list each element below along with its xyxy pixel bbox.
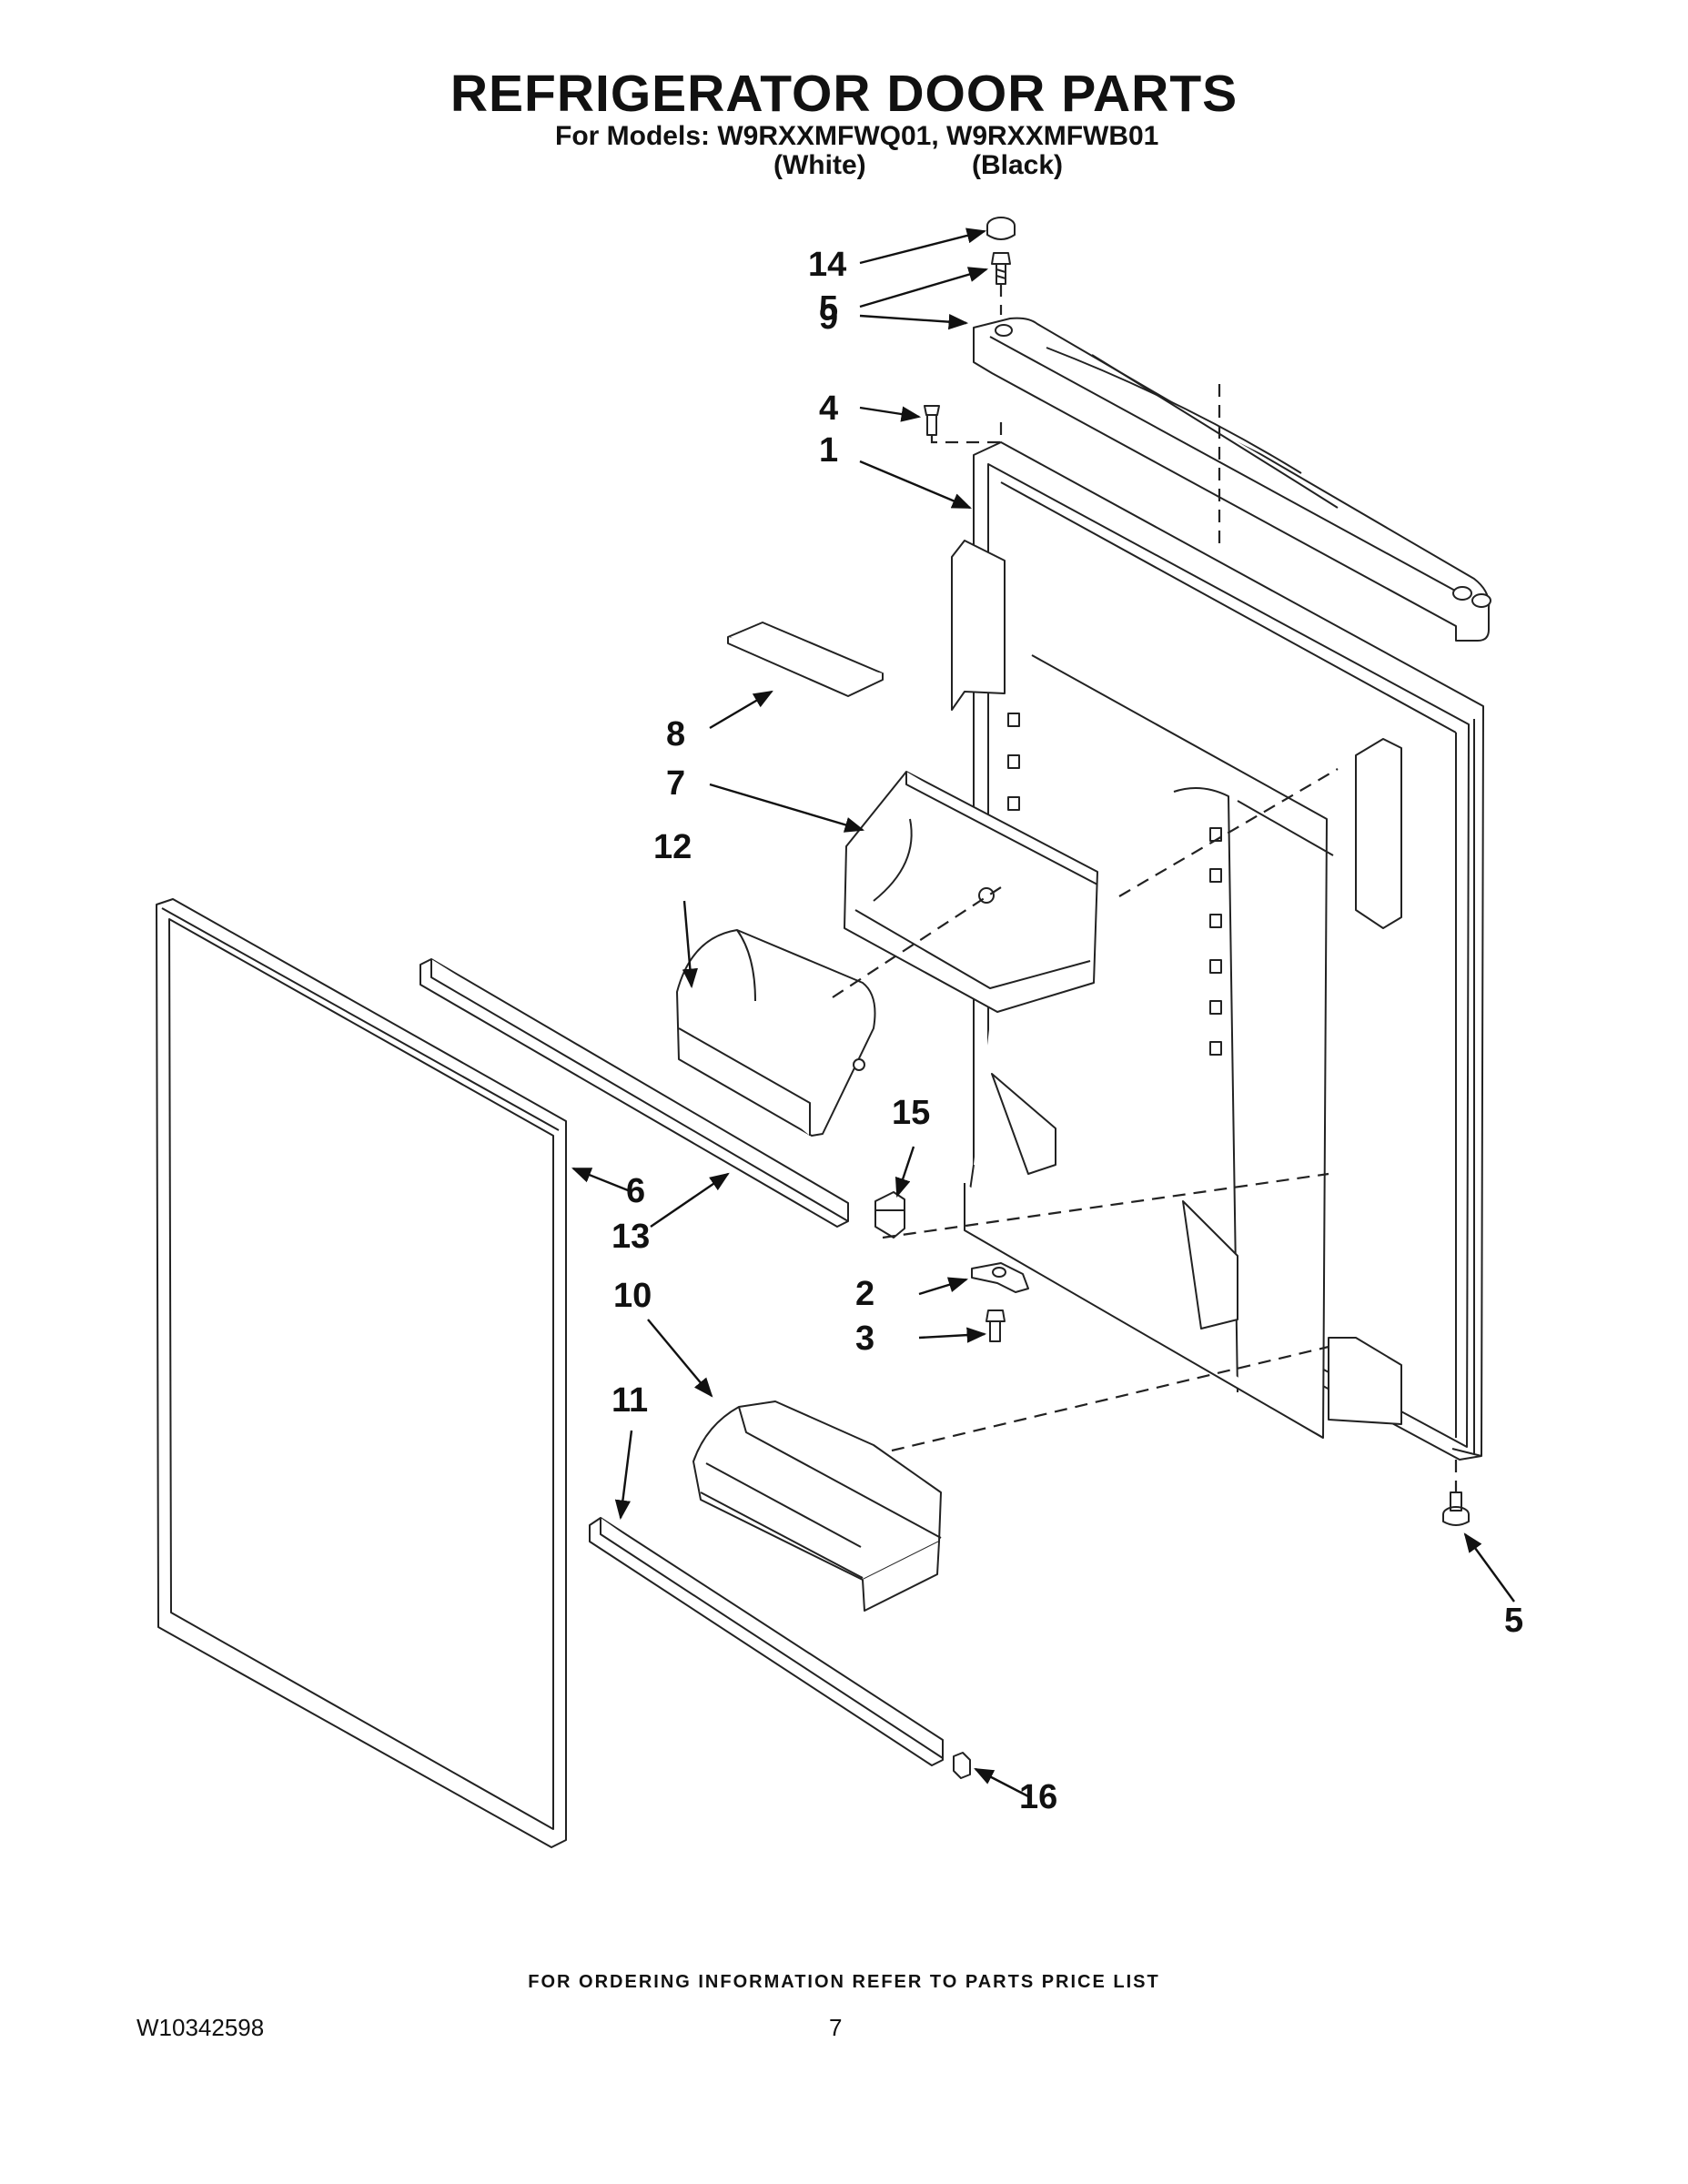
callout-12: 12	[653, 828, 692, 866]
callout-9: 9	[819, 298, 839, 337]
assembly-guide-lines	[832, 284, 1458, 1492]
callout-3: 3	[855, 1320, 875, 1358]
part-2-hinge-plate	[971, 1262, 1029, 1293]
callout-11: 11	[612, 1381, 649, 1420]
part-12-dairy-door	[676, 929, 876, 1137]
part-8-dairy-panel	[727, 622, 884, 697]
document-number: W10342598	[136, 2014, 265, 2041]
variant-black-label: (Black)	[972, 150, 1064, 180]
part-13-trim-strip	[419, 958, 849, 1228]
ordering-note: FOR ORDERING INFORMATION REFER TO PARTS …	[528, 1972, 1160, 1992]
callout-15: 15	[892, 1094, 931, 1132]
part-4-hinge-pin	[924, 405, 940, 436]
part-9-top-trim	[973, 317, 1491, 642]
part-14-hinge-cap	[986, 217, 1016, 240]
part-7-dairy-bin	[844, 771, 1098, 1013]
part-16-end-cap	[953, 1752, 971, 1779]
part-5-hinge-screw-bottom	[1442, 1491, 1470, 1526]
models-line: For Models: W9RXXMFWQ01, W9RXXMFWB01	[555, 121, 1159, 151]
variant-white-label: (White)	[773, 150, 866, 180]
callout-6: 6	[626, 1172, 646, 1210]
part-11-bin-trim	[589, 1517, 944, 1766]
part-10-door-bin	[692, 1400, 942, 1612]
callout-4: 4	[819, 389, 839, 428]
callout-10: 10	[613, 1277, 652, 1315]
callout-7: 7	[666, 764, 686, 803]
callout-13: 13	[612, 1218, 651, 1256]
door-dimples	[1007, 713, 1222, 1056]
page-title: REFRIGERATOR DOOR PARTS	[450, 65, 1238, 123]
callout-16: 16	[1019, 1778, 1058, 1816]
part-3-screw	[986, 1309, 1006, 1342]
page-number: 7	[829, 2014, 843, 2041]
part-5-hinge-screw-top	[991, 252, 1011, 285]
callout-2: 2	[855, 1275, 875, 1313]
part-6-door-gasket	[156, 898, 567, 1848]
callout-8: 8	[666, 715, 686, 753]
callout-1: 1	[819, 431, 839, 470]
leader-lines	[571, 228, 1515, 1798]
callout-5-bottom: 5	[1504, 1602, 1524, 1640]
callout-5-top: 5	[819, 289, 839, 328]
part-15-bracket	[874, 1191, 905, 1239]
callout-14: 14	[808, 246, 847, 284]
